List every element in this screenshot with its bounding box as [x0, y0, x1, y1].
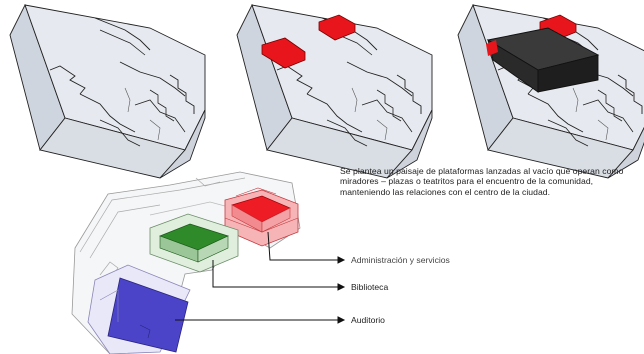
dark-volume-side: [537, 54, 599, 93]
arrowhead-bib: [337, 283, 346, 291]
massing-model-1: [9, 4, 206, 179]
arrowhead-admin: [337, 256, 346, 264]
red-platform-left: [261, 37, 306, 69]
leader-admin: [267, 231, 338, 261]
axonometric-plan: [71, 171, 346, 354]
label-auditorio: Auditorio: [351, 315, 385, 325]
leader-bib: [212, 260, 338, 288]
massing-model-2: [236, 4, 433, 179]
admin-volume: [224, 187, 299, 247]
red-edge: [486, 40, 498, 56]
arrowhead-aud: [337, 316, 346, 324]
auditorio-volume: [87, 264, 191, 354]
label-administracion: Administración y servicios: [351, 255, 450, 265]
label-biblioteca: Biblioteca: [351, 282, 389, 292]
biblioteca-volume: [149, 213, 239, 273]
red-platform-top: [318, 14, 356, 41]
massing-model-3: [457, 4, 644, 179]
project-description: Se plantea un paisaje de plataformas lan…: [340, 166, 624, 197]
leader-lines: [175, 231, 346, 324]
